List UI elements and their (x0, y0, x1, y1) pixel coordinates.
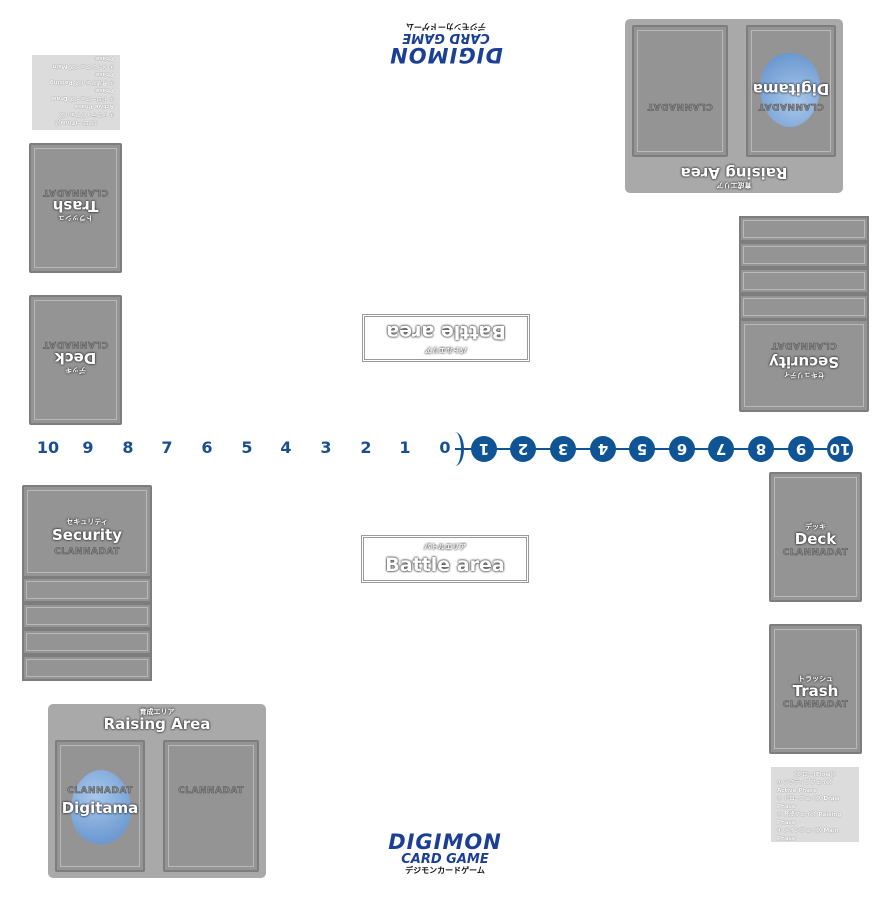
memory-cell-left[interactable]: 4 (280, 438, 292, 457)
memory-cell-right[interactable]: 1 (471, 436, 497, 462)
memory-cell-left[interactable]: 7 (161, 438, 173, 457)
security-slot (22, 577, 152, 603)
logo-line2: CARD GAME (401, 852, 489, 867)
memory-cell-left[interactable]: 10 (36, 438, 60, 457)
memory-zero[interactable]: 0 (439, 438, 451, 457)
digitama-egg-icon (71, 770, 131, 844)
phase-item: ④ メインフェイズ Main Phase (777, 828, 839, 842)
brand-mark: CLANNADAT (178, 786, 244, 797)
phase-item: ③ 育成フェイズ Raising Phase (777, 812, 842, 826)
raising-label: Raising Area (103, 715, 211, 733)
logo-line3: デジモンカードゲーム (405, 866, 485, 875)
raising-jp: 育成エリア (139, 708, 175, 716)
memory-cell-right[interactable]: 6 (669, 436, 695, 462)
raising-slot[interactable]: CLANNADAT (163, 740, 259, 872)
digitama-slot[interactable]: CLANNADAT Digitama (55, 740, 145, 872)
security-slot (22, 629, 152, 655)
security-label: Security (51, 526, 123, 544)
memory-cell-right[interactable]: 4 (590, 436, 616, 462)
security-slot (22, 603, 152, 629)
brand-mark: CLANNADAT (782, 548, 849, 559)
memory-cell-left[interactable]: 9 (82, 438, 94, 457)
deck-label: Deck (794, 530, 837, 548)
trash-label: Trash (792, 682, 839, 700)
phase-flow-card: 《フロー(Flow)》 ① アクティブフェイズ Active Phase ② ド… (771, 767, 859, 842)
logo-line1: DIGIMON (388, 830, 502, 854)
memory-cell-left[interactable]: 5 (241, 438, 253, 457)
battle-area-jp: バトルエリア (423, 543, 467, 551)
memory-cell-right[interactable]: 10 (827, 436, 853, 462)
zero-bracket-icon (446, 432, 464, 466)
security-slot (22, 655, 152, 681)
digimon-logo: DIGIMON CARD GAME デジモンカードゲーム (380, 832, 510, 878)
memory-cell-left[interactable]: 1 (399, 438, 411, 457)
memory-cell-left[interactable]: 2 (360, 438, 372, 457)
phase-title: 《フロー(Flow)》 (791, 772, 839, 778)
deck-zone[interactable]: デッキ Deck CLANNADAT (769, 472, 862, 602)
phase-item: ② ドローフェイズ Draw Phase (777, 796, 840, 810)
brand-mark: CLANNADAT (54, 547, 120, 558)
security-jp: セキュリティ (66, 518, 108, 526)
memory-cell-left[interactable]: 3 (320, 438, 332, 457)
raising-area[interactable]: 育成エリア Raising Area CLANNADAT Digitama CL… (48, 704, 266, 878)
memory-cell-right[interactable]: 9 (788, 436, 814, 462)
digitama-label: Digitama (61, 799, 139, 817)
memory-cell-right[interactable]: 3 (550, 436, 576, 462)
brand-mark: CLANNADAT (782, 700, 849, 711)
memory-cell-right[interactable]: 7 (708, 436, 734, 462)
memory-cell-right[interactable]: 8 (748, 436, 774, 462)
memory-cell-right[interactable]: 5 (629, 436, 655, 462)
battle-area-en: Battle area (385, 554, 505, 576)
trash-jp: トラッシュ (798, 675, 833, 683)
deck-jp: デッキ (805, 523, 826, 531)
memory-cell-left[interactable]: 8 (122, 438, 134, 457)
battle-area-label[interactable]: バトルエリア Battle area (361, 535, 529, 583)
phase-item: ① アクティブフェイズ Active Phase (777, 780, 833, 794)
trash-zone[interactable]: トラッシュ Trash CLANNADAT (769, 624, 862, 754)
memory-cell-right[interactable]: 2 (510, 436, 536, 462)
memory-cell-left[interactable]: 6 (201, 438, 213, 457)
brand-mark: CLANNADAT (67, 786, 133, 797)
security-zone[interactable]: セキュリティ Security CLANNADAT (22, 485, 152, 682)
